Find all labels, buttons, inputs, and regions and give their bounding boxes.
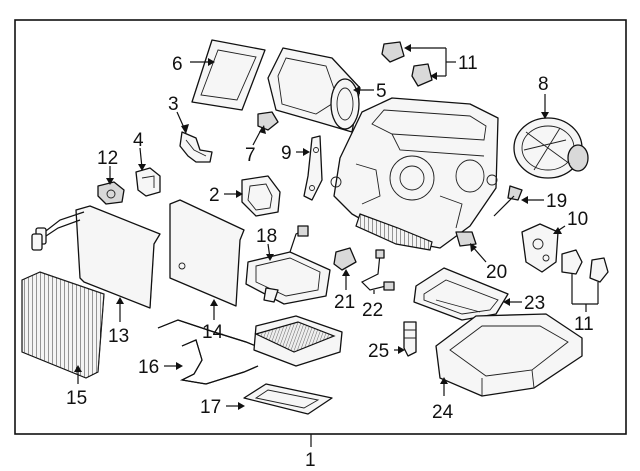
callout-20: 20	[486, 262, 507, 283]
heater-core-lower	[253, 315, 343, 367]
callout-1: 1	[305, 450, 316, 471]
part-15-cabin-filter	[21, 271, 105, 379]
part-18-module	[245, 225, 331, 305]
leader-lines	[74, 44, 599, 410]
part-14-heater-core	[169, 199, 245, 307]
callout-14: 14	[202, 322, 224, 343]
part-7-sensor	[257, 111, 279, 131]
part-2-duct	[241, 175, 281, 217]
callout-5: 5	[376, 81, 387, 102]
part-9-link	[303, 135, 323, 201]
part-16-heater-tubes	[157, 319, 259, 385]
callout-13: 13	[108, 326, 129, 347]
part-5-blower-housing	[267, 47, 361, 133]
callout-7: 7	[245, 145, 256, 166]
callout-2: 2	[209, 185, 220, 206]
part-22-harness	[360, 249, 395, 291]
callout-10: 10	[567, 209, 588, 230]
part-11-upper-clips	[381, 41, 433, 87]
callout-3: 3	[168, 94, 179, 115]
diagram-frame	[14, 19, 627, 435]
callout-21: 21	[334, 292, 355, 313]
part-20-connector	[455, 231, 477, 247]
callout-22: 22	[362, 300, 383, 321]
part-8-blower-motor	[513, 117, 589, 179]
part-13-evaporator	[31, 205, 161, 309]
part-10-actuator	[521, 223, 559, 273]
callout-25: 25	[368, 341, 389, 362]
callout-24: 24	[432, 402, 454, 423]
callout-17: 17	[200, 397, 221, 418]
part-23-tray	[413, 267, 509, 321]
callout-6: 6	[172, 54, 183, 75]
part-6-cover-plate	[191, 39, 266, 111]
callout-12: 12	[97, 148, 118, 169]
part-17-seal-frame	[243, 383, 333, 415]
part-21-sensor	[333, 247, 357, 271]
part-12-actuator	[97, 181, 125, 205]
callout-16: 16	[138, 357, 159, 378]
callout-8: 8	[538, 74, 549, 95]
part-3-bracket	[179, 131, 213, 163]
callout-15: 15	[66, 388, 87, 409]
part-19-rod	[493, 185, 523, 217]
callout-19: 19	[546, 191, 567, 212]
callout-4: 4	[133, 130, 144, 151]
part-11-lower-actuators	[561, 249, 609, 283]
callout-9: 9	[281, 143, 292, 164]
callout-11-lower: 11	[574, 314, 594, 335]
part-24-lower-case	[435, 313, 583, 397]
callout-11-upper: 11	[458, 53, 478, 74]
part-4-bracket	[135, 167, 161, 197]
callout-18: 18	[256, 226, 277, 247]
part-25-drain-hose	[403, 321, 417, 357]
main-case-assembly	[330, 97, 499, 251]
callout-23: 23	[524, 293, 545, 314]
